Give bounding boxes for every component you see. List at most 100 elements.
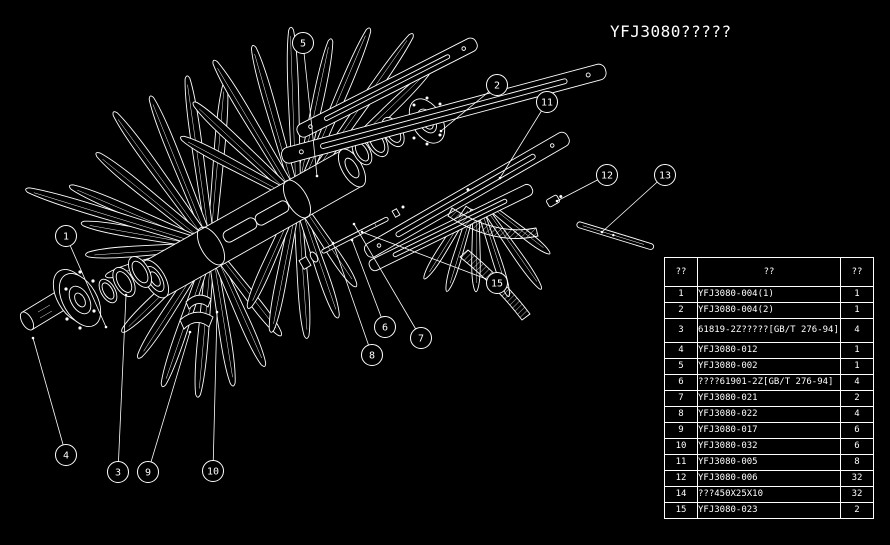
balloon-number: 7	[418, 334, 424, 345]
balloon-number: 12	[601, 171, 613, 182]
col-header-0: ??	[664, 257, 698, 287]
part-qty: 2	[840, 502, 874, 519]
part-qty: 1	[840, 342, 874, 359]
balloon-number: 3	[115, 468, 121, 479]
balloon-number: 1	[63, 232, 69, 243]
balloon-2: 2	[439, 74, 508, 133]
part-name: 61819-2Z?????[GB/T 276-94]	[697, 318, 841, 343]
balloon-5: 5	[292, 32, 319, 178]
part-qty: 4	[840, 374, 874, 391]
tine-blade	[95, 152, 204, 241]
balloon-7: 7	[352, 222, 432, 349]
balloon-1: 1	[55, 225, 108, 329]
part-name: ????61901-2Z[GB/T 276-94]	[697, 374, 841, 391]
tine-blade	[194, 259, 215, 398]
part-name: YFJ3080-004(2)	[697, 302, 841, 319]
part-name: YFJ3080-005	[697, 454, 841, 471]
part-no: 8	[664, 406, 698, 423]
shaft-window	[254, 200, 290, 226]
part-qty: 6	[840, 438, 874, 455]
part-name: YFJ3080-023	[697, 502, 841, 519]
part-qty: 32	[840, 470, 874, 487]
col-header-1: ??	[697, 257, 841, 287]
part-qty: 4	[840, 318, 874, 343]
part-no: 14	[664, 486, 698, 503]
drawing-title: YFJ3080?????	[610, 22, 732, 41]
tine-blade	[212, 256, 267, 367]
balloon-number: 6	[382, 323, 388, 334]
blade-bar	[281, 63, 607, 164]
part-name: YFJ3080-021	[697, 390, 841, 407]
part-no: 4	[664, 342, 698, 359]
part-qty: 2	[840, 390, 874, 407]
tine-blade	[480, 205, 543, 290]
table-row: 6????61901-2Z[GB/T 276-94]4	[664, 374, 874, 391]
tine-blade	[80, 220, 199, 249]
tine-blade	[208, 258, 236, 387]
part-qty: 4	[840, 406, 874, 423]
part-no: 10	[664, 438, 698, 455]
part-qty: 6	[840, 422, 874, 439]
balloon-9: 9	[137, 330, 192, 483]
tine-blade	[268, 211, 299, 333]
part-name: ???450X25X10	[697, 486, 841, 503]
balloon-8: 8	[331, 241, 383, 366]
tine-blade	[212, 59, 294, 190]
tine-blade	[25, 187, 200, 247]
part-name: YFJ3080-006	[697, 470, 841, 487]
hub-flange	[52, 269, 102, 330]
part-no: 11	[664, 454, 698, 471]
balloon-15: 15	[360, 230, 508, 294]
tine-blade	[184, 75, 214, 234]
part-name: YFJ3080-022	[697, 406, 841, 423]
blade-bar	[368, 183, 534, 272]
balloon-3: 3	[107, 293, 129, 483]
pin-cap	[546, 194, 563, 208]
col-header-2: ??	[840, 257, 874, 287]
part-qty: 1	[840, 302, 874, 319]
tine-rod	[298, 205, 405, 270]
part-no: 15	[664, 502, 698, 519]
balloon-number: 4	[63, 451, 69, 462]
balloon-6: 6	[350, 238, 396, 338]
part-no: 3	[664, 318, 698, 343]
balloon-number: 13	[659, 171, 671, 182]
blade-strip	[576, 221, 655, 250]
tine-blade	[112, 111, 207, 238]
part-qty: 1	[840, 358, 874, 375]
balloon-number: 8	[369, 351, 375, 362]
part-no: 6	[664, 374, 698, 391]
balloon-12: 12	[555, 164, 618, 203]
part-qty: 8	[840, 454, 874, 471]
balloon-10: 10	[202, 310, 224, 482]
bearing-rings-left	[98, 256, 152, 304]
retainer-clip	[179, 294, 214, 330]
balloon-number: 15	[491, 279, 503, 290]
tine-blade	[297, 210, 340, 319]
part-qty: 1	[840, 286, 874, 303]
part-no: 7	[664, 390, 698, 407]
part-no: 12	[664, 470, 698, 487]
tine-blade	[293, 212, 311, 339]
part-name: YFJ3080-002	[697, 358, 841, 375]
part-name: YFJ3080-032	[697, 438, 841, 455]
blade-bar	[363, 131, 570, 258]
part-name: YFJ3080-004(1)	[697, 286, 841, 303]
tine-blade	[192, 101, 291, 194]
part-no: 5	[664, 358, 698, 375]
balloon-number: 10	[207, 467, 219, 478]
main-shaft	[140, 148, 367, 299]
